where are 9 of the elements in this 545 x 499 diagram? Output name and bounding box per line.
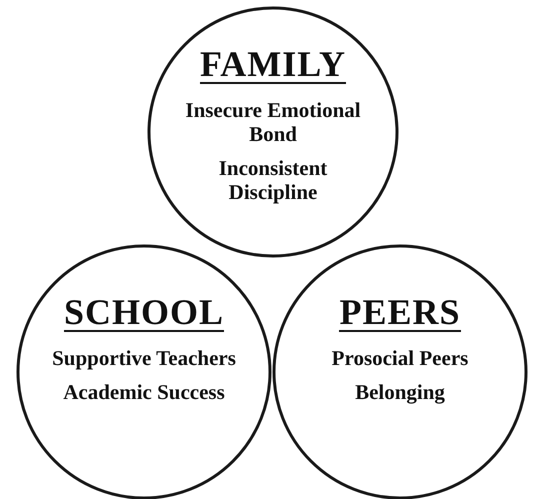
factor-text: Supportive Teachers xyxy=(52,346,236,370)
factor-text: Academic Success xyxy=(63,380,225,404)
category-heading: FAMILY xyxy=(200,46,346,84)
factor-text: Prosocial Peers xyxy=(332,346,468,370)
factor-text: Inconsistent Discipline xyxy=(218,156,328,205)
factor-text: Insecure Emotional Bond xyxy=(184,98,362,146)
factor-text: Belonging xyxy=(355,380,445,404)
category-heading: PEERS xyxy=(339,294,461,332)
category-heading: SCHOOL xyxy=(64,294,224,332)
